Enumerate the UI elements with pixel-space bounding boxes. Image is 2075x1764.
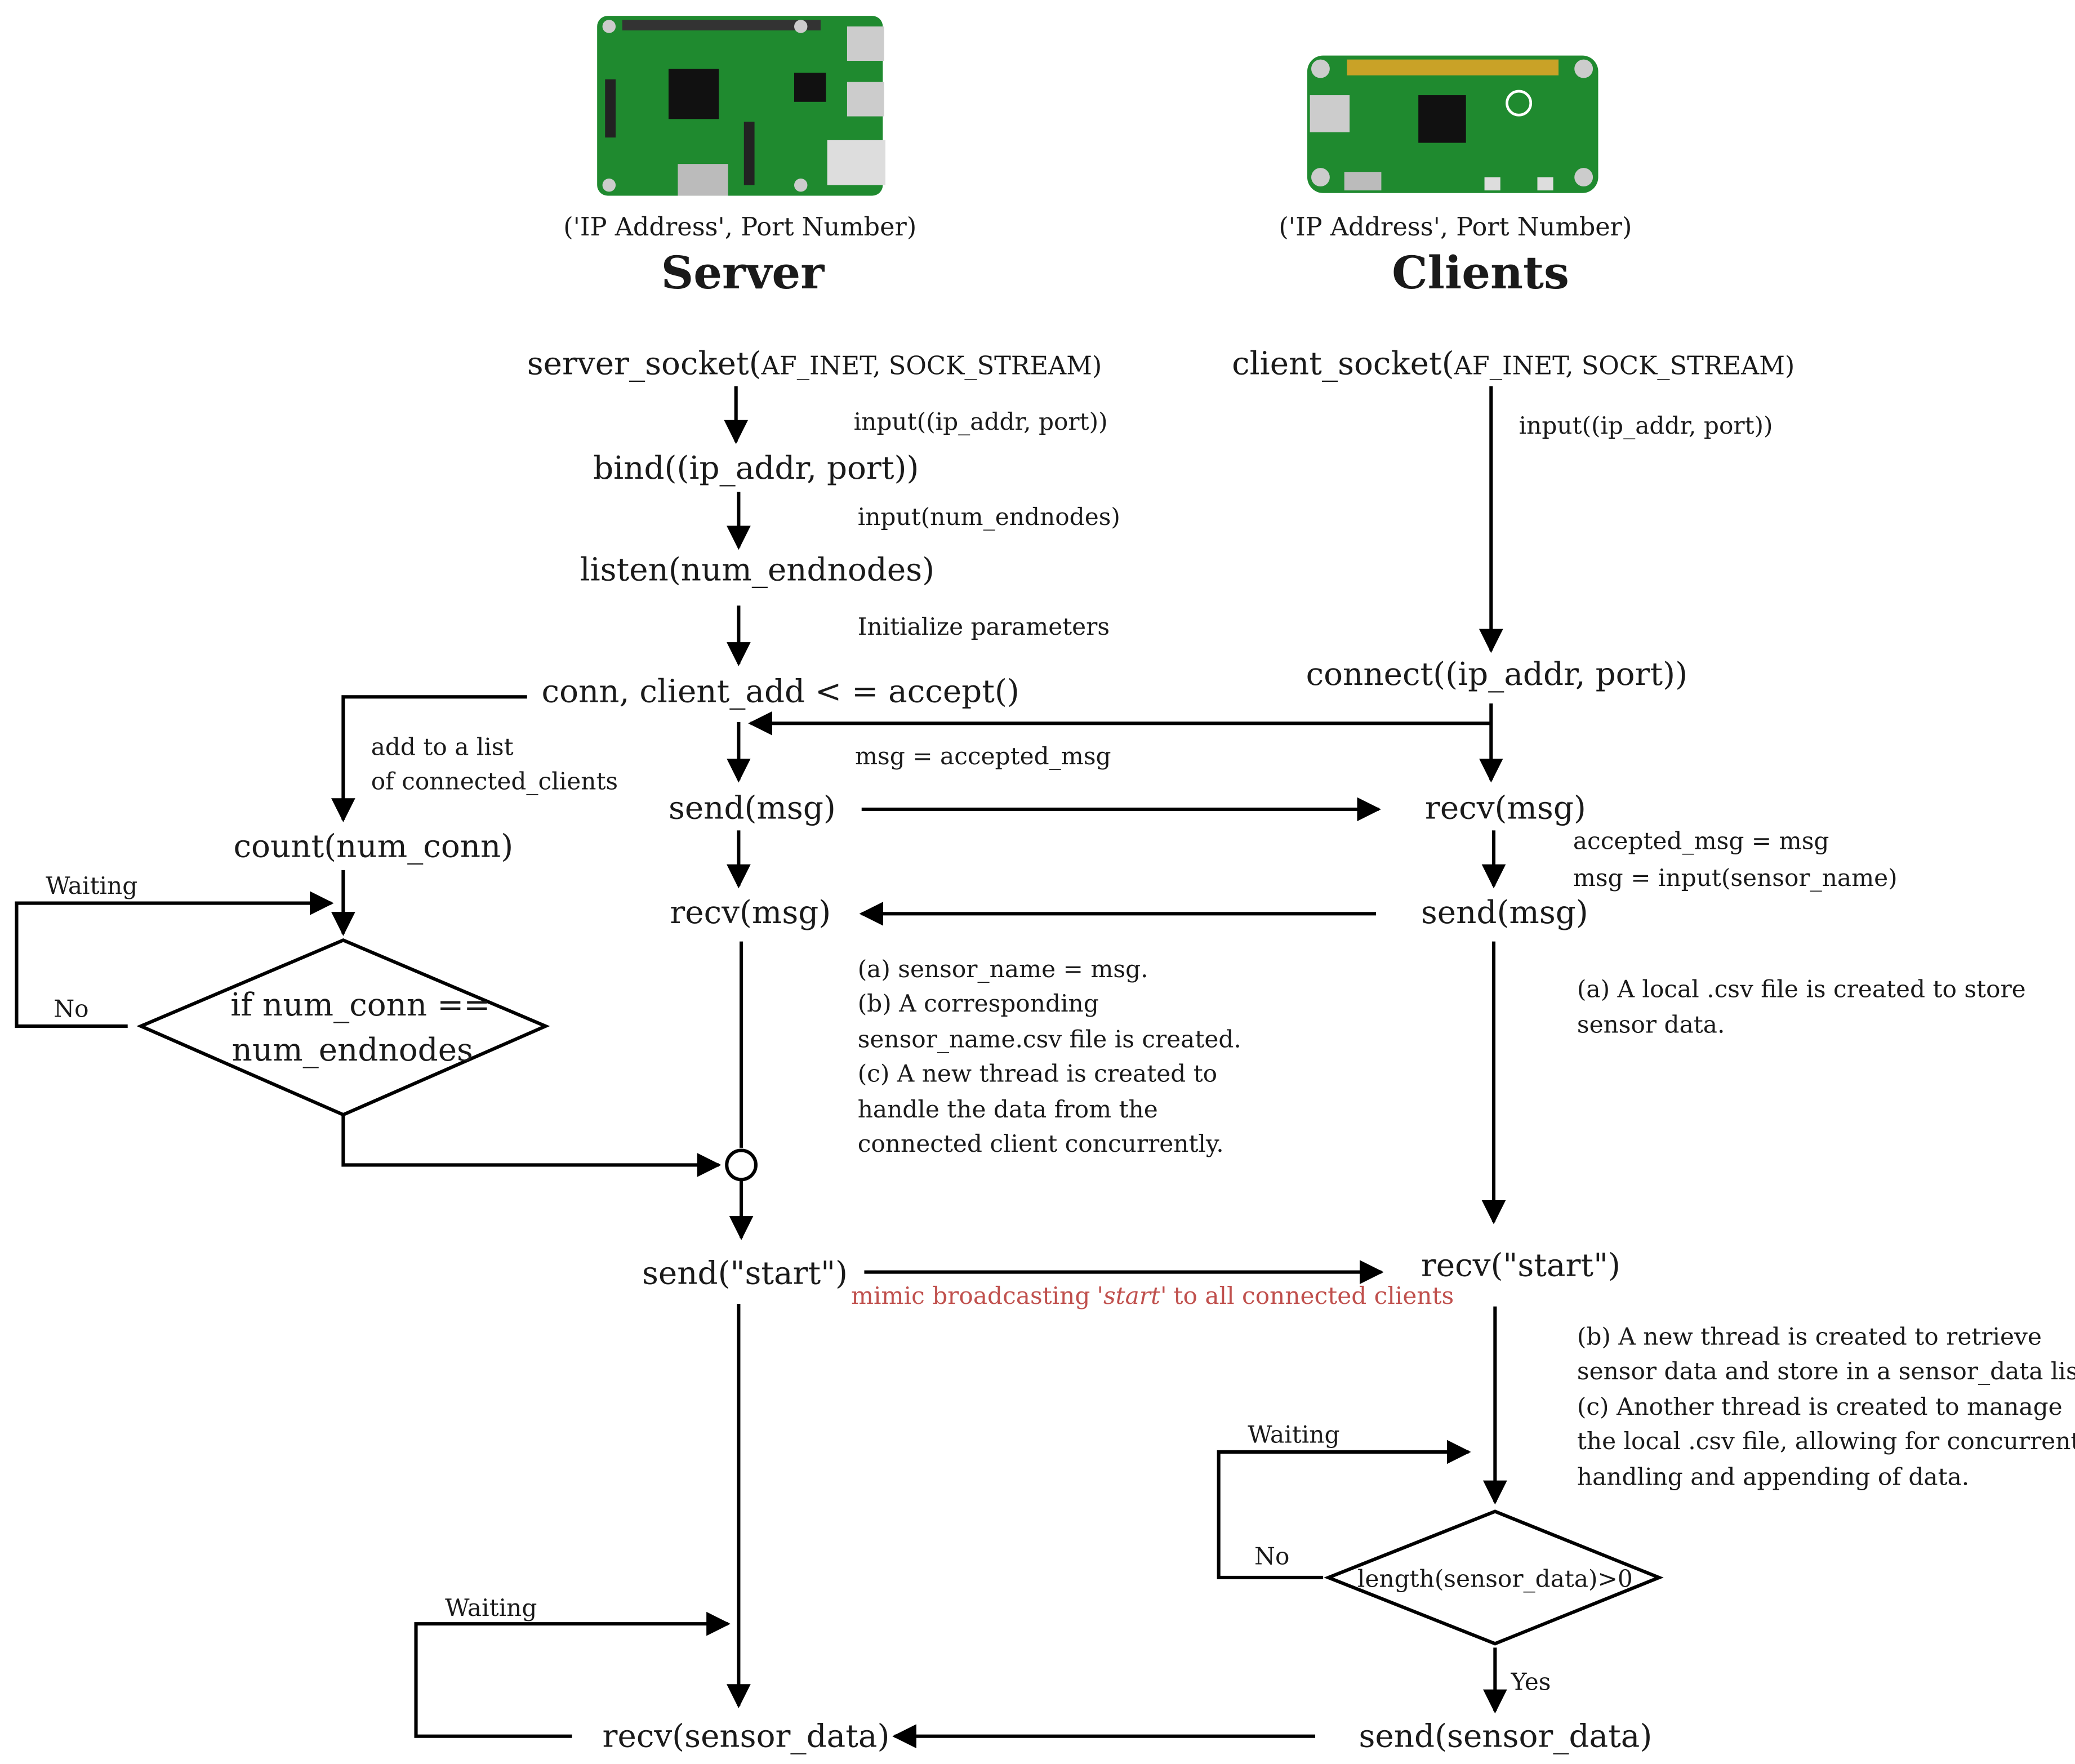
server-notes: (a) sensor_name = msg. (b) A correspondi…: [858, 955, 1241, 1157]
svg-text:sensor data.: sensor data.: [1577, 1011, 1725, 1039]
client-recv-msg-node: recv(msg): [1425, 790, 1586, 826]
accept-node: conn, client_add < = accept(): [542, 674, 1019, 710]
server-cond-line-2: num_endnodes: [232, 1032, 473, 1068]
client-send-msg-node: send(msg): [1421, 894, 1588, 931]
server-input-addr-label: input((ip_addr, port)): [854, 408, 1108, 435]
client-input-addr-label: input((ip_addr, port)): [1519, 412, 1773, 439]
raspberry-pi-zero-icon: [1307, 55, 1598, 193]
broadcast-annotation: mimic broadcasting 'start' to all connec…: [851, 1282, 1454, 1309]
svg-text:(a) sensor_name = msg.: (a) sensor_name = msg.: [858, 955, 1148, 983]
client-title: Clients: [1392, 246, 1569, 299]
client-cond-label: length(sensor_data)>0: [1357, 1565, 1633, 1592]
recv-sensor-data-node: recv(sensor_data): [603, 1718, 890, 1754]
client-no-label: No: [1254, 1542, 1289, 1570]
send-start-node: send("start"): [642, 1255, 848, 1292]
client-waiting-label: Waiting: [1248, 1420, 1339, 1448]
add-list-label-1: add to a list: [371, 733, 514, 761]
client-notes-b: (b) A new thread is created to retrieve …: [1577, 1323, 2075, 1491]
svg-text:(a) A local .csv file is creat: (a) A local .csv file is created to stor…: [1577, 975, 2026, 1003]
listen-node: listen(num_endnodes): [580, 552, 934, 589]
server-input-nodes-label: input(num_endnodes): [858, 503, 1120, 531]
recv-start-node: recv("start"): [1421, 1248, 1620, 1284]
server-recv-msg-node: recv(msg): [670, 894, 831, 931]
server-waiting-label-2: Waiting: [445, 1594, 537, 1622]
accepted-msg-label: accepted_msg = msg: [1573, 827, 1829, 854]
init-params-label: Initialize parameters: [858, 613, 1110, 640]
client-address-label: ('IP Address', Port Number): [1279, 212, 1632, 242]
svg-text:sensor data and store in a sen: sensor data and store in a sensor_data l…: [1577, 1357, 2075, 1385]
svg-text:handling and appending of data: handling and appending of data.: [1577, 1463, 1969, 1491]
msg-input-label: msg = input(sensor_name): [1573, 864, 1898, 892]
client-yes-label: Yes: [1511, 1668, 1551, 1696]
bind-node: bind((ip_addr, port)): [593, 450, 919, 487]
svg-text:(b) A new thread is created to: (b) A new thread is created to retrieve: [1577, 1323, 2042, 1351]
client-socket-node: client_socket(AF_INET, SOCK_STREAM): [1232, 345, 1795, 382]
junction-node: [725, 1148, 758, 1182]
send-sensor-data-node: send(sensor_data): [1359, 1718, 1653, 1754]
client-decision-diamond: [1324, 1509, 1664, 1646]
svg-text:handle the data from the: handle the data from the: [858, 1095, 1158, 1123]
svg-text:(b) A corresponding: (b) A corresponding: [858, 990, 1099, 1017]
svg-text:(c) A new thread is created to: (c) A new thread is created to: [858, 1060, 1217, 1088]
msg-assign-label: msg = accepted_msg: [855, 742, 1111, 770]
svg-text:connected client concurrently.: connected client concurrently.: [858, 1130, 1224, 1157]
server-title: Server: [661, 246, 825, 299]
server-send-msg-node: send(msg): [669, 790, 836, 826]
connect-node: connect((ip_addr, port)): [1306, 656, 1687, 693]
raspberry-pi-board-icon: [597, 16, 885, 196]
add-list-label-2: of connected_clients: [371, 768, 618, 795]
server-waiting-label: Waiting: [46, 872, 137, 899]
server-cond-line-1: if num_conn ==: [230, 987, 490, 1023]
client-notes-a: (a) A local .csv file is created to stor…: [1577, 975, 2026, 1038]
server-socket-node: server_socket(AF_INET, SOCK_STREAM): [527, 345, 1102, 382]
count-node: count(num_conn): [234, 828, 514, 865]
svg-text:(c) Another thread is created: (c) Another thread is created to manage: [1577, 1393, 2063, 1420]
server-no-label: No: [54, 995, 88, 1022]
server-address-label: ('IP Address', Port Number): [563, 212, 916, 242]
svg-text:the local .csv file, allowing: the local .csv file, allowing for concur…: [1577, 1427, 2075, 1455]
server-decision-diamond: [136, 938, 550, 1117]
svg-text:sensor_name.csv file is create: sensor_name.csv file is created.: [858, 1025, 1241, 1053]
